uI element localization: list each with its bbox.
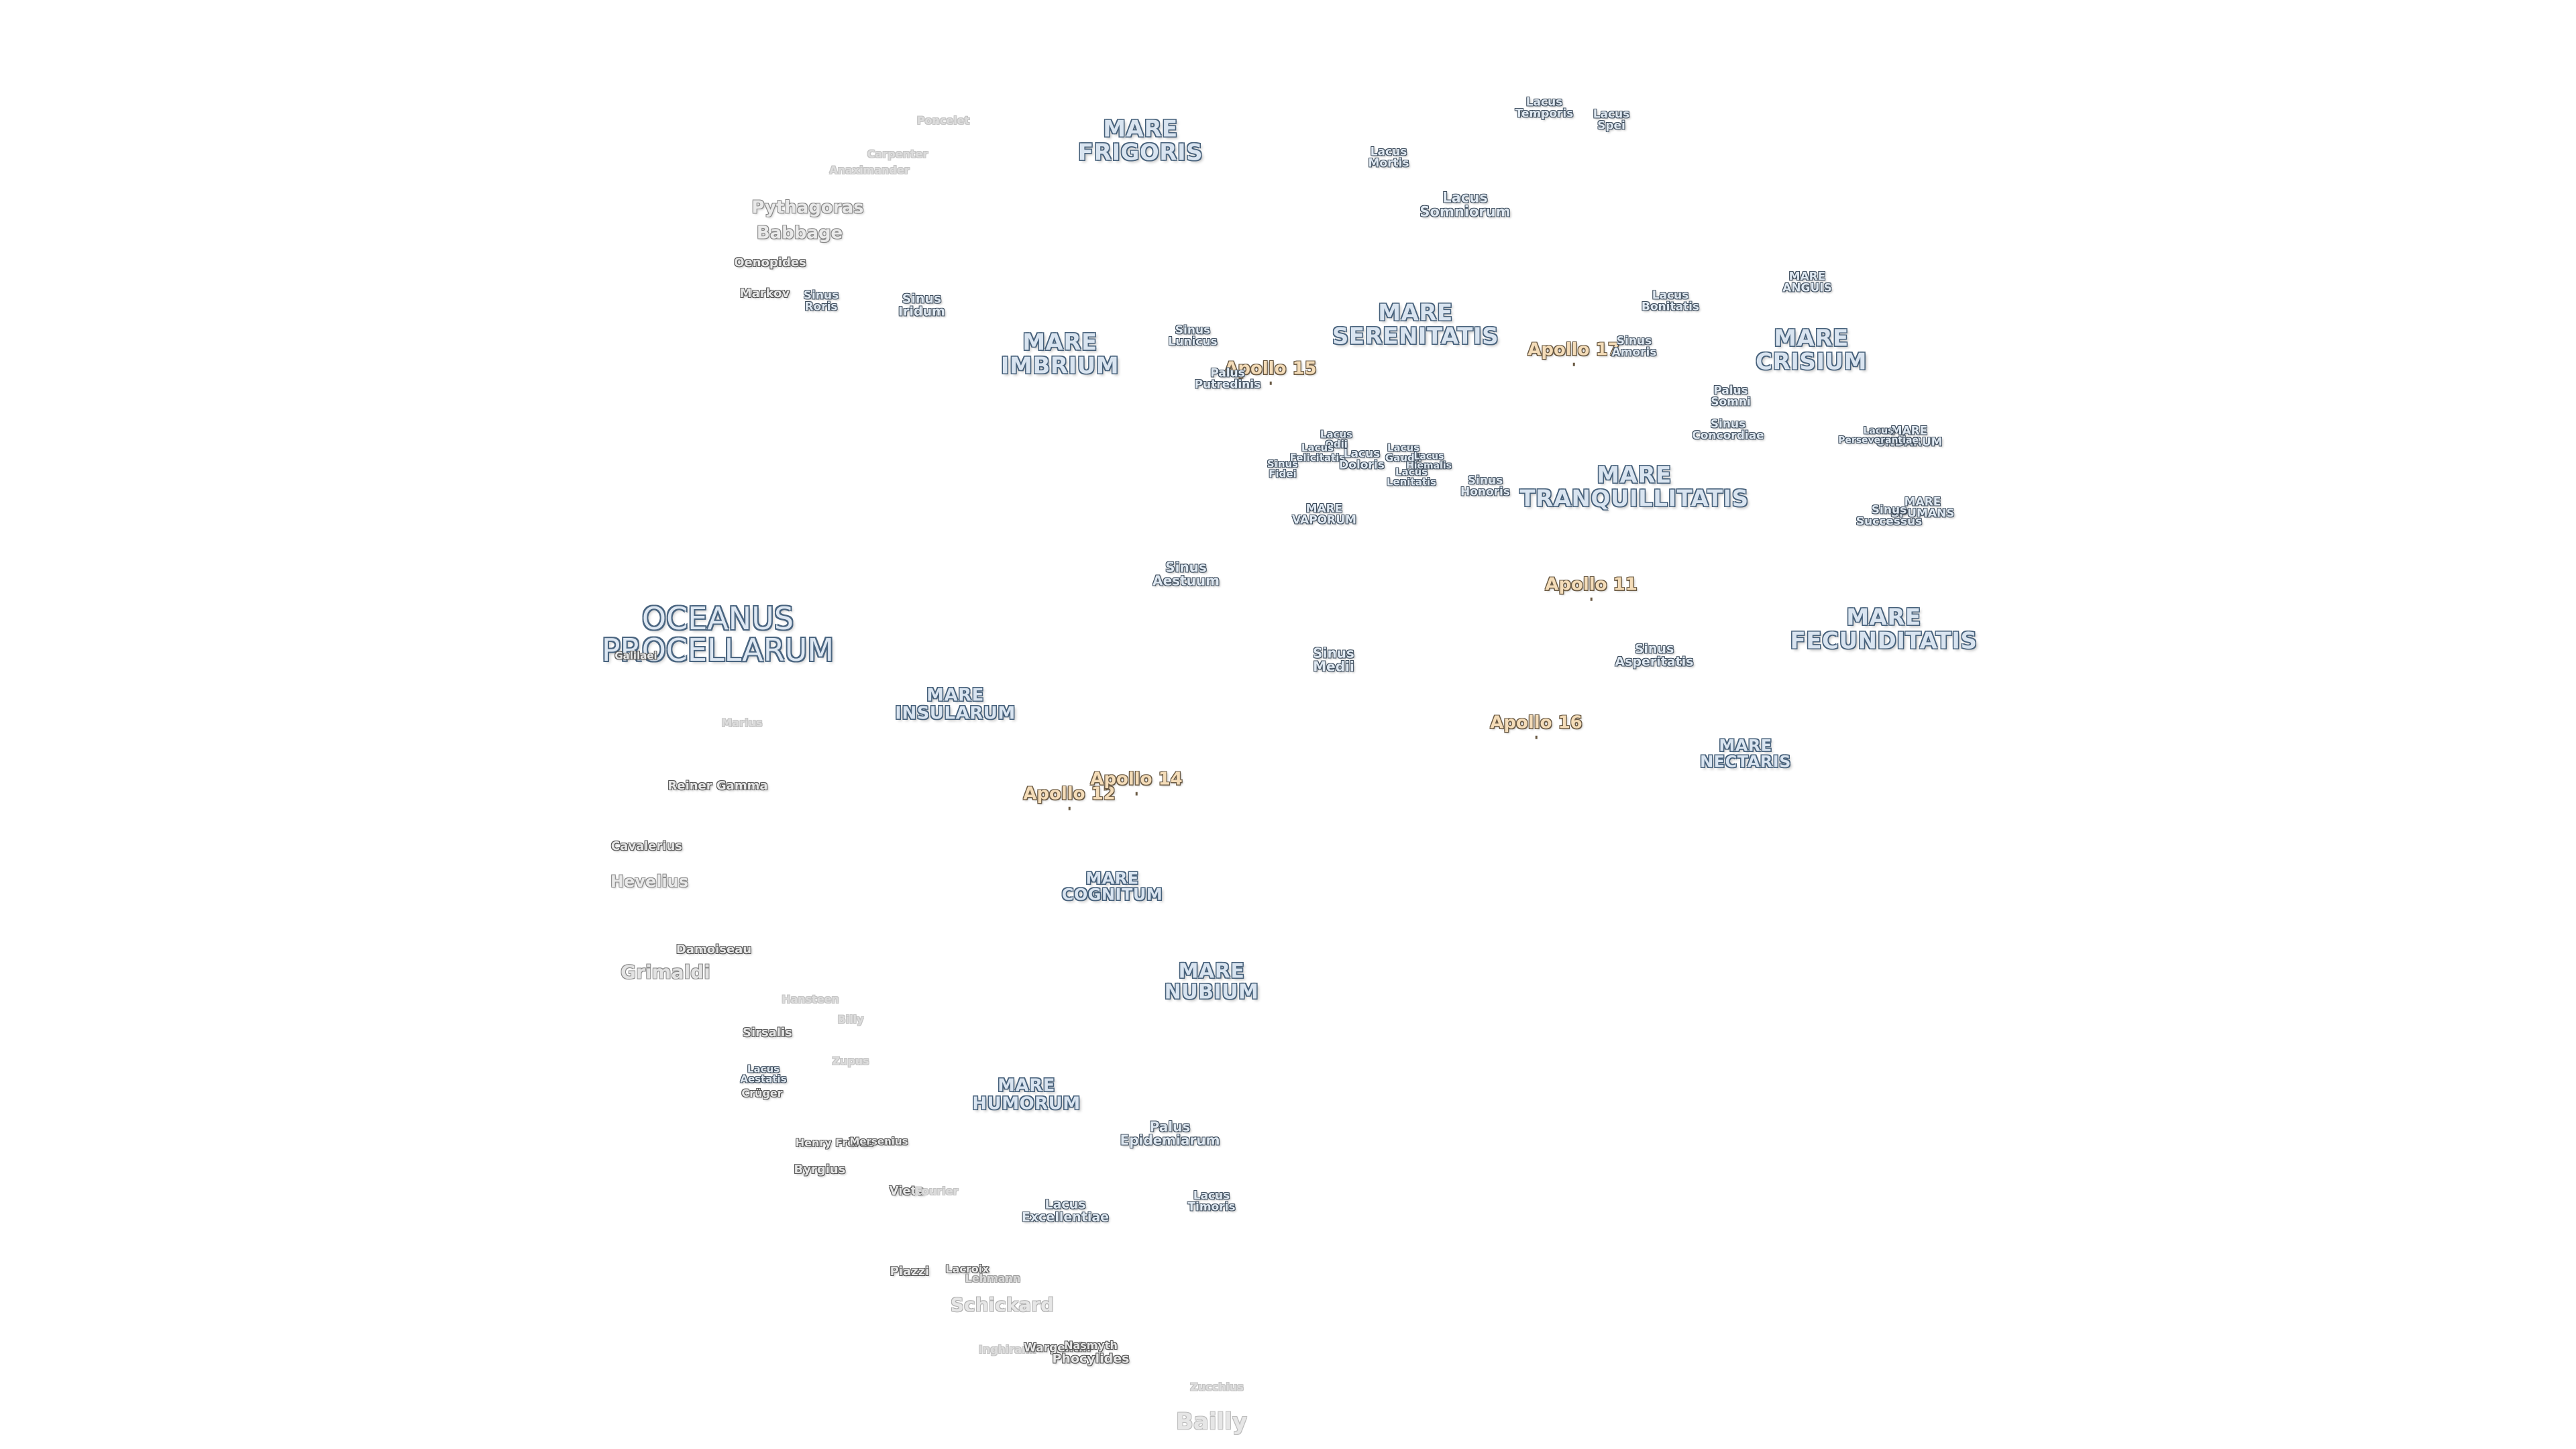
label-mare-frigoris: MARE FRIGORIS: [1077, 115, 1203, 166]
label-phocylides: Phocylides: [1052, 1351, 1130, 1366]
label-lacroix: Lacroix: [945, 1262, 989, 1275]
label-zucchius: Zucchius: [1190, 1380, 1244, 1393]
label-mare-spumans: MARE SPUMANS: [1890, 495, 1955, 521]
label-lehmann: Lehmann: [965, 1271, 1021, 1285]
label-wargentin: Wargentin: [1024, 1341, 1091, 1355]
label-mare-tranquillitatis: MARE TRANQUILLITATIS: [1519, 462, 1749, 512]
label-poncelet: Poncelet: [916, 113, 970, 127]
label-palus-epidemiarum: Palus Epidemiarum: [1120, 1118, 1220, 1148]
label-lacus-excellentiae: Lacus Excellentiae: [1021, 1197, 1110, 1225]
label-mare-vaporum: MARE VAPORUM: [1292, 502, 1356, 527]
label-sirsalis: Sirsalis: [743, 1025, 792, 1040]
label-mersenius: Mersenius: [849, 1135, 908, 1148]
apollo-12-site: Apollo 12: [1023, 784, 1116, 804]
label-lacus-odii: Lacus Odii: [1320, 428, 1353, 451]
label-palus-putredinis: Palus Putredinis: [1194, 366, 1261, 392]
label-henry-freres: Henry Frères: [795, 1136, 874, 1149]
label-sinus-concordiae: Sinus Concordiae: [1692, 417, 1764, 443]
label-pythagoras: Pythagoras: [751, 197, 864, 218]
label-palus-somni: Palus Somni: [1711, 384, 1751, 409]
label-lacus-doloris: Lacus Doloris: [1339, 447, 1385, 472]
label-babbage: Babbage: [756, 223, 843, 244]
label-lacus-lenitatis: Lacus Lenitatis: [1386, 466, 1437, 488]
label-bailly: Bailly: [1176, 1408, 1247, 1436]
label-sinus-aestuum: Sinus Aestuum: [1152, 559, 1220, 589]
label-mare-nubium: MARE NUBIUM: [1164, 959, 1259, 1004]
label-mare-serenitatis: MARE SERENITATIS: [1332, 299, 1499, 350]
apollo-17-site: Apollo 17: [1527, 339, 1620, 360]
label-fourier: Fourier: [914, 1184, 959, 1197]
label-lacus-aestatis: Lacus Aestatis: [740, 1063, 787, 1085]
apollo-11-site: Apollo 11: [1545, 574, 1638, 595]
label-billy: Billy: [837, 1012, 864, 1026]
label-sinus-asperitatis: Sinus Asperitatis: [1615, 641, 1694, 669]
label-lacus-felicitatis: Lacus Felicitatis: [1289, 441, 1346, 464]
label-lacus-somniorum: Lacus Somniorum: [1419, 189, 1511, 220]
apollo-14-site: Apollo 14: [1090, 769, 1183, 790]
label-vieta: Vieta: [889, 1183, 925, 1198]
label-carpenter: Carpenter: [867, 147, 928, 160]
label-sinus-lunicus: Sinus Lunicus: [1168, 323, 1218, 349]
label-inghirami: Inghirami: [978, 1342, 1037, 1356]
label-damoiseau: Damoiseau: [676, 942, 752, 957]
label-sinus-amoris: Sinus Amoris: [1611, 334, 1657, 360]
label-mare-nectaris: MARE NECTARIS: [1700, 736, 1791, 771]
label-mare-undarum: MARE UNDARUM: [1876, 424, 1943, 449]
label-schickard: Schickard: [950, 1293, 1055, 1316]
label-cruger: Crüger: [741, 1086, 783, 1099]
label-mare-imbrium: MARE IMBRIUM: [1000, 329, 1120, 379]
label-oceanus-procellarum: OCEANUS PROCELLARUM: [601, 600, 835, 668]
label-marius: Marius: [721, 716, 763, 729]
label-lacus-perseverantiae: Lacus Perseverantiae: [1838, 425, 1919, 446]
label-lacus-timoris: Lacus Timoris: [1187, 1189, 1236, 1214]
label-lacus-mortis: Lacus Mortis: [1368, 145, 1409, 170]
apollo-15-site: Apollo 15: [1224, 358, 1317, 379]
label-piazzi: Piazzi: [890, 1264, 930, 1279]
label-hansteen: Hansteen: [782, 992, 839, 1006]
label-grimaldi: Grimaldi: [621, 961, 710, 983]
label-cavalerius: Cavalerius: [610, 839, 683, 853]
label-sinus-fidei: Sinus Fidei: [1267, 458, 1299, 480]
label-sinus-successus: Sinus Successus: [1856, 503, 1923, 529]
label-galilaei: Galilaei: [614, 649, 657, 662]
label-mare-fecunditatis: MARE FECUNDITATIS: [1790, 604, 1978, 654]
label-byrgius: Byrgius: [794, 1162, 846, 1177]
apollo-16-site: Apollo 16: [1490, 712, 1582, 733]
label-anaximander: Anaximander: [829, 163, 910, 176]
label-nasmyth: Nasmyth: [1064, 1338, 1118, 1352]
label-mare-crisium: MARE CRISIUM: [1756, 325, 1867, 375]
label-sinus-honoris: Sinus Honoris: [1460, 474, 1511, 499]
label-sinus-roris: Sinus Roris: [803, 288, 839, 314]
label-mare-anguis: MARE ANGUIS: [1782, 270, 1832, 295]
label-lacus-temporis: Lacus Temporis: [1515, 95, 1574, 121]
label-oenopides: Oenopides: [734, 255, 806, 270]
label-mare-humorum: MARE HUMORUM: [972, 1075, 1081, 1114]
label-zupus: Zupus: [832, 1054, 869, 1067]
label-reiner-gamma: Reiner Gamma: [667, 778, 768, 793]
label-mare-cognitum: MARE COGNITUM: [1061, 869, 1163, 904]
label-hevelius: Hevelius: [610, 871, 689, 891]
label-sinus-iridum: Sinus Iridum: [898, 291, 945, 319]
label-lacus-bonitatis: Lacus Bonitatis: [1641, 288, 1700, 314]
label-lacus-gaudii: Lacus Gaudii: [1385, 441, 1422, 464]
label-sinus-medii: Sinus Medii: [1313, 645, 1354, 675]
label-markov: Markov: [739, 286, 790, 301]
label-mare-insularum: MARE INSULARUM: [895, 685, 1016, 723]
label-lacus-spei: Lacus Spei: [1593, 107, 1630, 133]
label-lacus-hiemalis: Lacus Hiemalis: [1406, 451, 1452, 472]
